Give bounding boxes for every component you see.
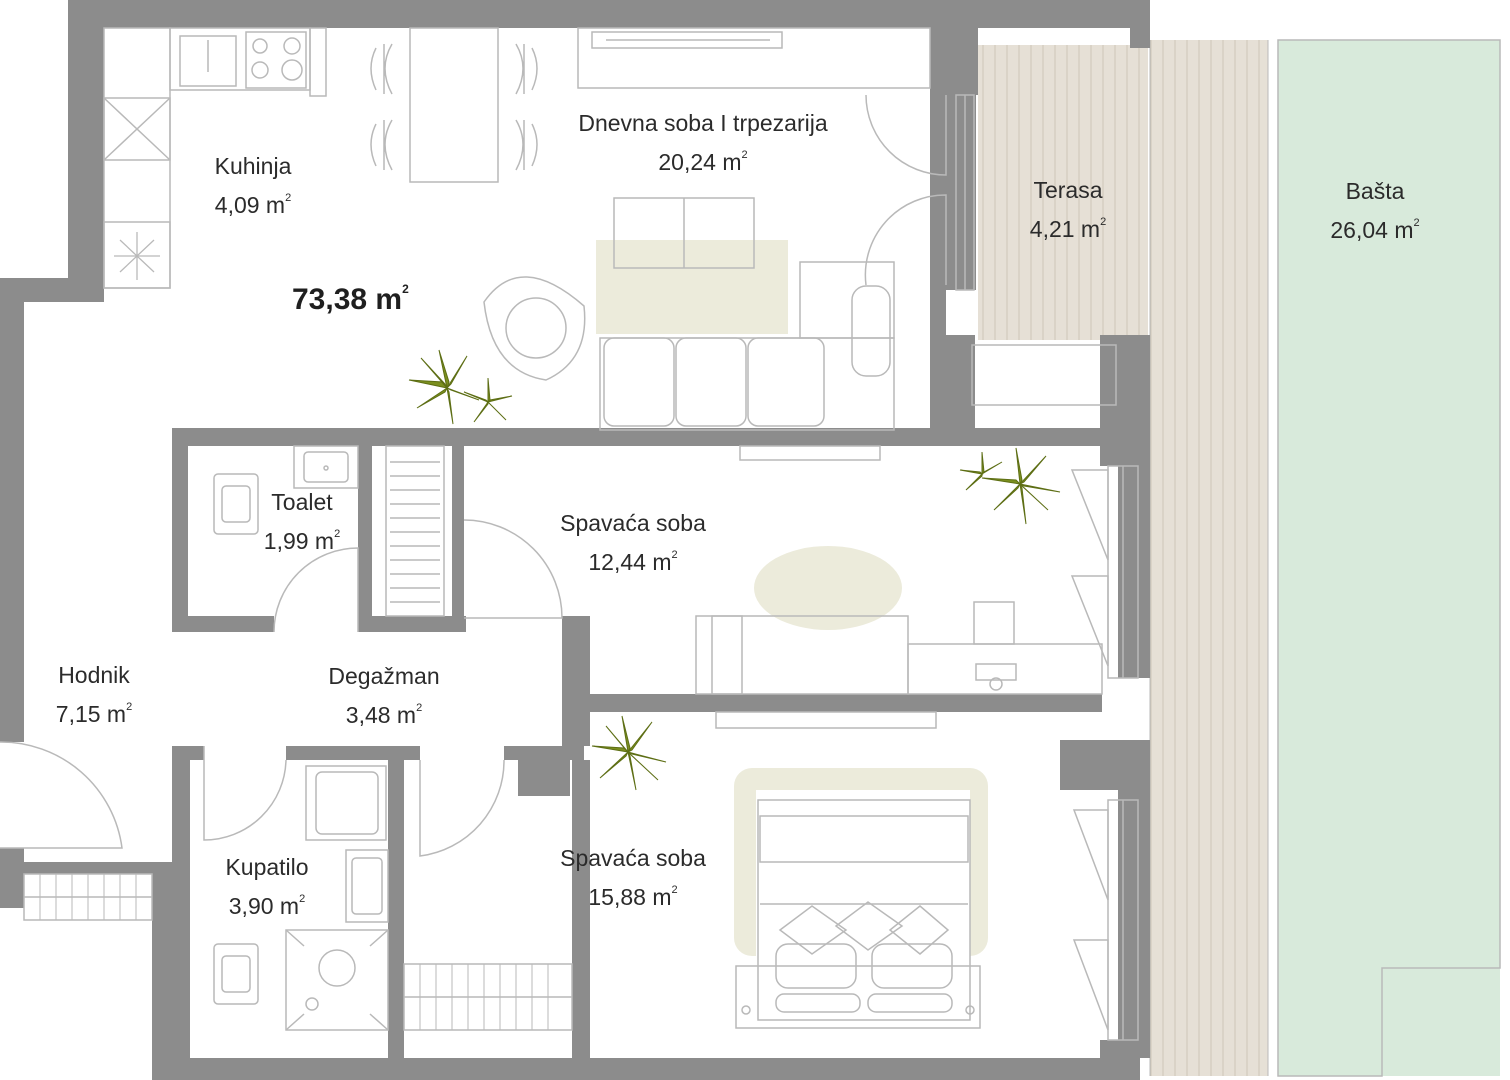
walkway-deck: [1149, 40, 1269, 1076]
room-area: 12,44 m2: [588, 549, 678, 575]
total-area: 73,38 m2: [292, 282, 409, 316]
window-slats: [39, 874, 549, 1030]
room-name: Degažman: [328, 663, 440, 689]
garden-area: [1277, 39, 1501, 1077]
room-label-kupatilo: Kupatilo 3,90 m2: [225, 851, 308, 922]
bedroom1-rug: [754, 546, 902, 630]
double-bed: [715, 711, 981, 1029]
room-area: 20,24 m2: [658, 149, 748, 175]
walls: [0, 0, 1150, 1080]
room-area: 1,99 m2: [263, 528, 341, 554]
wardrobe: [385, 445, 445, 617]
dining-table: [370, 27, 538, 183]
room-area: 3,90 m2: [228, 893, 306, 919]
room-label-spavaca-soba-1: Spavaća soba 12,44 m2: [560, 507, 706, 578]
room-name: Hodnik: [58, 662, 130, 688]
room-label-kuhinja: Kuhinja 4,09 m2: [215, 150, 292, 221]
bedroom1-furniture: [695, 445, 1103, 695]
kitchen-counter: [103, 27, 327, 289]
room-area: 4,09 m2: [214, 192, 292, 218]
bedroom2-rug: [734, 768, 988, 966]
room-area: 7,15 m2: [55, 701, 133, 727]
terrace-deck: [978, 45, 1148, 340]
room-area: 26,04 m2: [1330, 217, 1420, 243]
toilet-room-fixtures: [213, 445, 359, 535]
room-area: 3,48 m2: [345, 702, 423, 728]
tv-unit: [577, 27, 931, 89]
room-name: Terasa: [1033, 177, 1103, 203]
room-label-basta: Bašta 26,04 m2: [1330, 175, 1419, 246]
room-label-spavaca-soba-2: Spavaća soba 15,88 m2: [560, 842, 706, 913]
snowflake-icon: [114, 232, 160, 280]
room-area: 15,88 m2: [588, 884, 678, 910]
room-label-toalet: Toalet 1,99 m2: [264, 486, 340, 557]
living-furniture: [483, 197, 895, 431]
room-name: Spavaća soba: [560, 510, 706, 536]
room-label-degazman: Degažman 3,48 m2: [328, 660, 439, 731]
living-rug: [596, 240, 788, 334]
room-name: Spavaća soba: [560, 845, 706, 871]
room-name: Toalet: [271, 489, 333, 515]
room-name: Bašta: [1345, 178, 1405, 204]
room-label-terasa: Terasa 4,21 m2: [1030, 174, 1106, 245]
room-label-hodnik: Hodnik 7,15 m2: [56, 659, 132, 730]
plant-icon: [591, 715, 667, 791]
room-label-dnevna-soba: Dnevna soba I trpezarija 20,24 m2: [578, 107, 827, 178]
doors: [0, 94, 1109, 1031]
room-name: Kupatilo: [225, 854, 309, 880]
room-area: 4,21 m2: [1029, 216, 1107, 242]
room-name: Dnevna soba I trpezarija: [578, 110, 828, 136]
room-name: Kuhinja: [214, 153, 292, 179]
plant-icon: [408, 349, 513, 425]
plant-icon: [959, 447, 1061, 525]
bathroom-fixtures: [213, 765, 389, 1031]
